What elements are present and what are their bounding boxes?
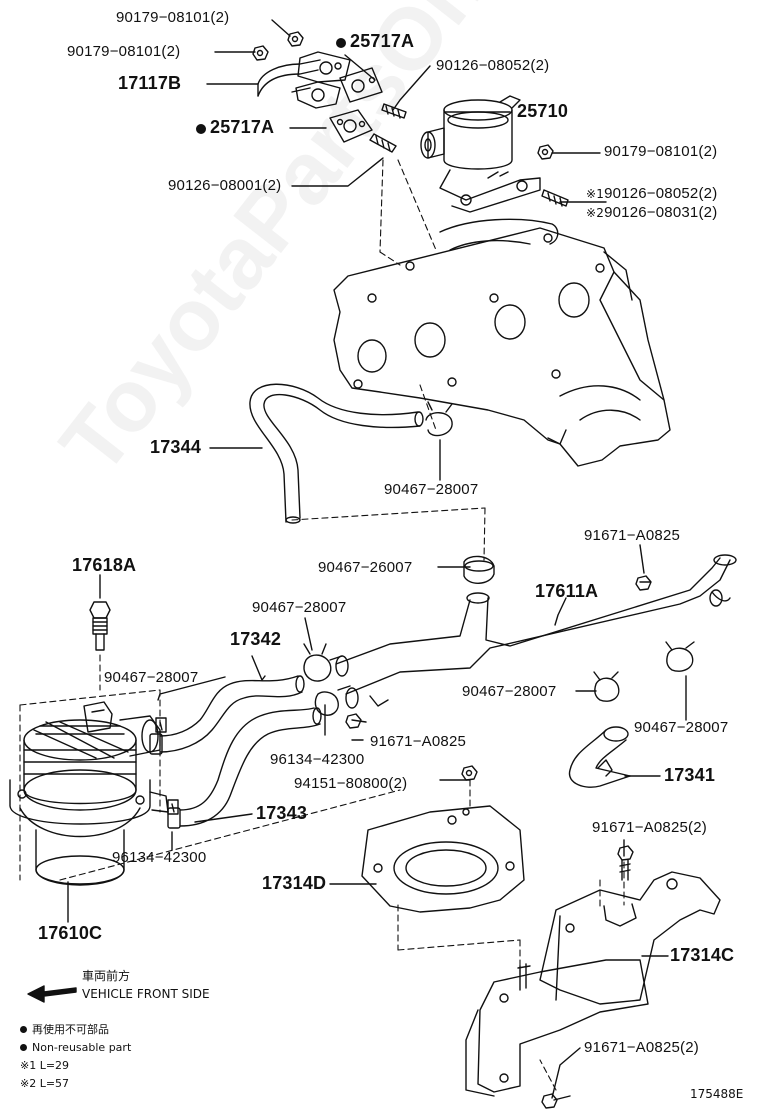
callout-90126-08052[interactable]: 90126−08052(2): [436, 57, 550, 74]
callout-91671-a0825-b[interactable]: 91671−A0825: [370, 733, 467, 750]
legend-dot-icon: [20, 1044, 27, 1051]
callout-90126-08001[interactable]: 90126−08001(2): [168, 177, 282, 194]
callout-17611a[interactable]: 17611A: [535, 581, 599, 601]
pipe-17117b: [257, 51, 383, 109]
exhaust-manifold: [333, 218, 671, 467]
studs: [369, 103, 569, 207]
front-arrow: [27, 985, 77, 1003]
callout-17314d[interactable]: 17314D: [262, 873, 327, 893]
callout-90467-28007-b[interactable]: 90467−28007: [252, 599, 347, 616]
callout-25710[interactable]: 25710: [517, 101, 569, 121]
callout-90179-08101-b[interactable]: 90179−08101(2): [67, 43, 181, 60]
assembly-lines: [19, 159, 625, 1091]
callout-90467-28007-d[interactable]: 90467−28007: [462, 683, 557, 700]
callout-90467-28007-e[interactable]: 90467−28007: [634, 719, 729, 736]
callout-90179-08101-c[interactable]: 90179−08101(2): [604, 143, 718, 160]
legend-note-1: ※1 L=29: [20, 1059, 70, 1072]
callout-96134-42300-b[interactable]: 96134−42300: [112, 849, 207, 866]
sensor-17618a: [89, 601, 111, 651]
front-label-jp: 車両前方: [82, 969, 131, 983]
callout-90467-28007-a[interactable]: 90467−28007: [384, 481, 479, 498]
bolt-91671-mid: [345, 713, 367, 729]
non-reusable-dot-icon: [196, 124, 206, 134]
legend-note-2: ※2 L=57: [20, 1077, 70, 1090]
callout-91671-a0825-a[interactable]: 91671−A0825: [584, 527, 681, 544]
callout-17342[interactable]: 17342: [230, 629, 282, 649]
gasket-25717a-lower: [329, 109, 373, 143]
non-reusable-dot-icon: [336, 38, 346, 48]
bracket-17314d: [361, 805, 525, 913]
legend-en: Non-reusable part: [20, 1042, 131, 1053]
clamps: [303, 555, 695, 716]
callout-96134-42300-a[interactable]: 96134−42300: [270, 751, 365, 768]
callout-91671-a0825-c[interactable]: 91671−A0825(2): [592, 819, 707, 836]
figure-number: 175488E: [690, 1087, 744, 1101]
callout-17618a[interactable]: 17618A: [72, 555, 137, 575]
bolt-91671-bracket: [541, 845, 634, 1109]
legend-dot-icon: [20, 1026, 27, 1033]
top-hardware: [252, 31, 554, 160]
hose-17344: [249, 383, 453, 524]
legend-jp: 再使用不可部品: [20, 1024, 109, 1035]
callout-17344[interactable]: 17344: [150, 437, 202, 457]
pipe-17611a: [329, 554, 737, 709]
callout-90179-08101-a[interactable]: 90179−08101(2): [116, 9, 230, 26]
callout-25717a-left[interactable]: 25717A: [196, 118, 274, 136]
nut-94151: [461, 765, 478, 781]
front-label-en: VEHICLE FRONT SIDE: [82, 987, 210, 1001]
callout-17341[interactable]: 17341: [664, 765, 716, 785]
callout-25717a-top[interactable]: 25717A: [336, 32, 414, 50]
callout-90467-26007[interactable]: 90467−26007: [318, 559, 413, 576]
bolt-91671-upper: [635, 575, 652, 591]
valve-25710: [420, 95, 541, 213]
callout-91671-a0825-d[interactable]: 91671−A0825(2): [584, 1039, 699, 1056]
connector-clips: [155, 717, 179, 815]
callout-94151-80800[interactable]: 94151−80800(2): [294, 775, 408, 792]
leader-lines: [67, 19, 687, 1099]
air-pump-17610c: [9, 701, 169, 886]
hose-17342: [149, 675, 305, 755]
callout-90126-08052-b[interactable]: ※190126−08052(2): [586, 185, 718, 202]
callout-17610c[interactable]: 17610C: [38, 923, 103, 943]
callout-90126-08031[interactable]: ※290126−08031(2): [586, 204, 718, 221]
callout-17343[interactable]: 17343: [256, 803, 308, 823]
bracket-17314c: [465, 871, 721, 1097]
hose-17341: [568, 726, 631, 788]
callout-17314c[interactable]: 17314C: [670, 945, 735, 965]
callout-17117b[interactable]: 17117B: [118, 73, 182, 93]
hose-17343: [167, 707, 322, 829]
callout-90467-28007-c[interactable]: 90467−28007: [104, 669, 199, 686]
